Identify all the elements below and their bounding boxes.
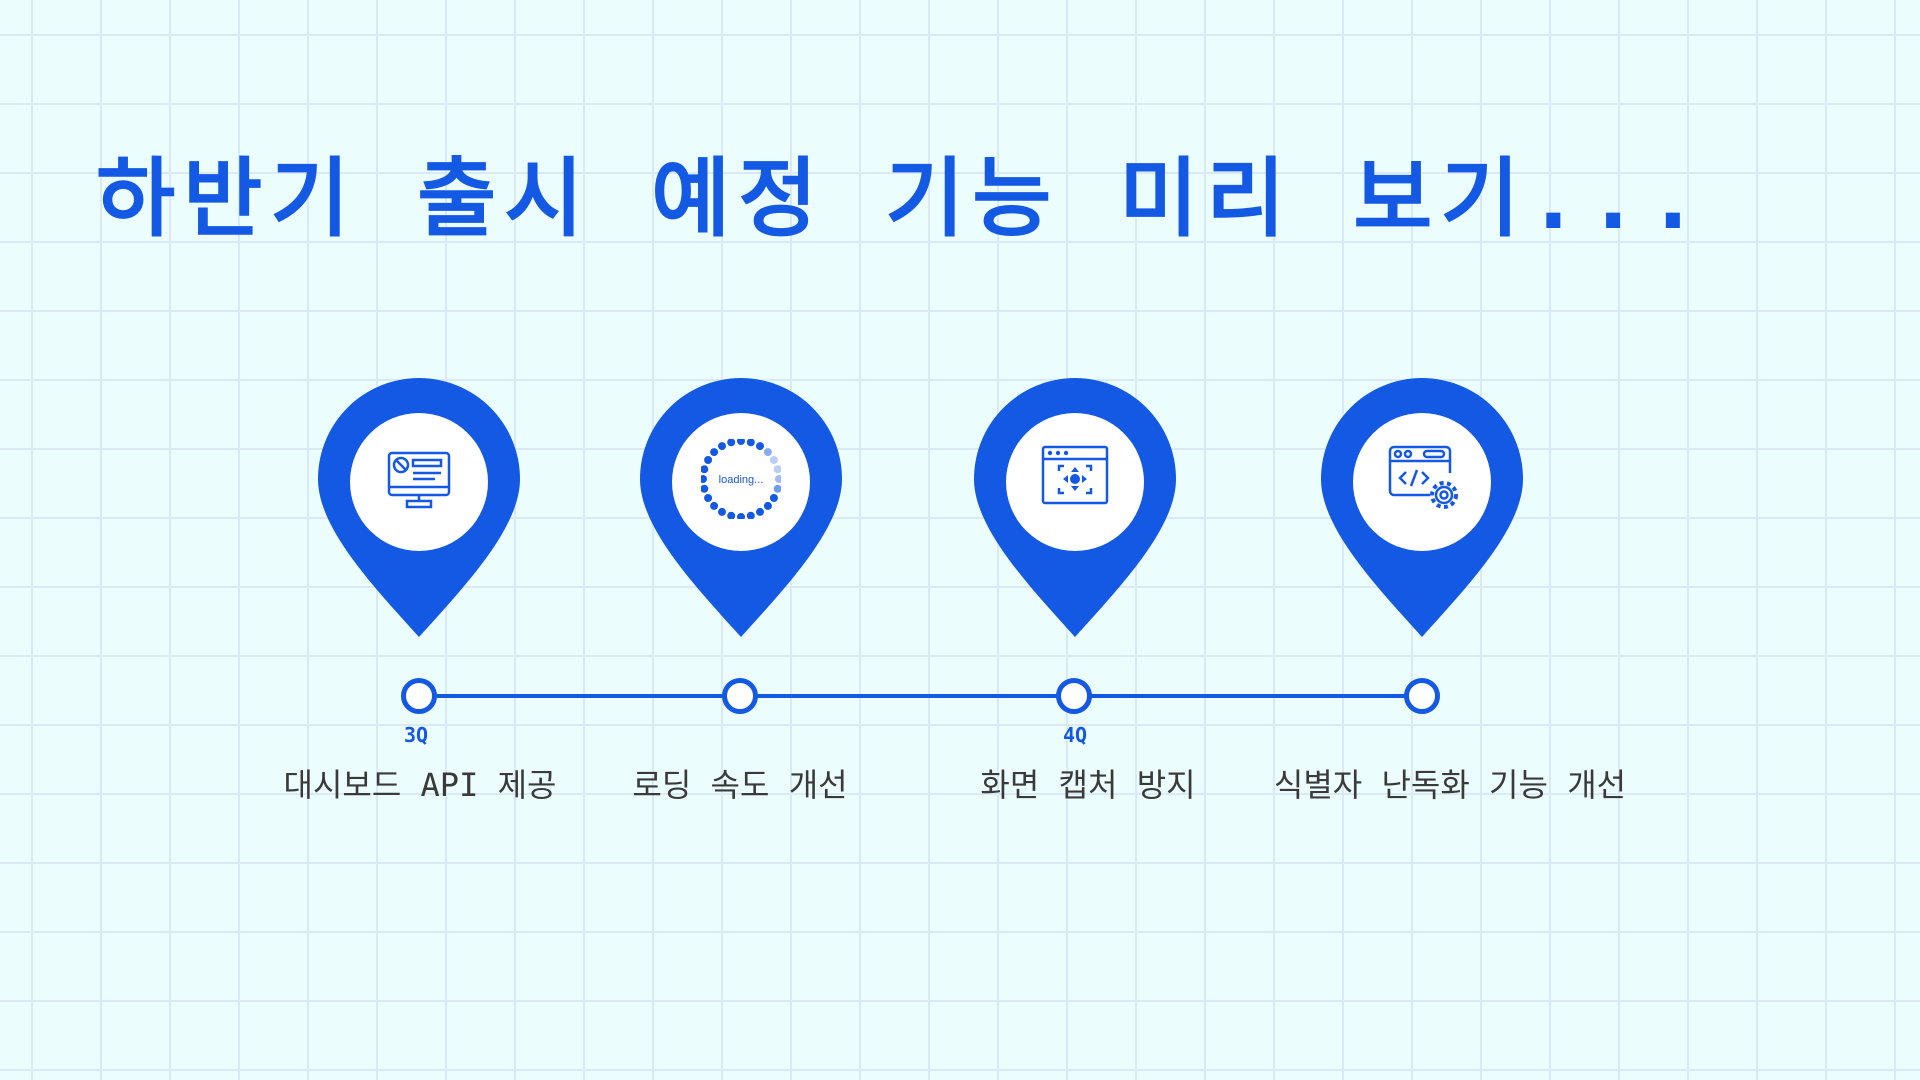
- milestone-label-screen-capture: 화면 캡처 방지: [980, 766, 1196, 804]
- code-settings-icon: [1382, 439, 1462, 519]
- page-title: 하반기 출시 예정 기능 미리 보기...: [96, 149, 1707, 249]
- screen-capture-icon: [1035, 439, 1115, 519]
- map-pin-screen-capture: [974, 378, 1176, 638]
- map-pin-loading: loading...: [640, 378, 842, 638]
- map-pin-shape: [640, 378, 842, 637]
- map-pin-shape: [1321, 378, 1523, 637]
- milestone-label-obfuscation: 식별자 난독화 기능 개선: [1273, 766, 1627, 804]
- dashboard-monitor-icon: [379, 439, 459, 519]
- map-pin-dashboard: [318, 378, 520, 638]
- map-pin-shape: [974, 378, 1176, 637]
- timeline-node: [1404, 678, 1440, 714]
- quarter-label-4q: 4Q: [1062, 723, 1088, 747]
- map-pin-code-settings: [1321, 378, 1523, 638]
- loading-text: loading...: [719, 474, 764, 486]
- quarter-label-3q: 3Q: [403, 723, 429, 747]
- timeline-node: [722, 678, 758, 714]
- timeline-line: [418, 694, 1421, 698]
- loading-spinner-icon: loading...: [701, 439, 781, 519]
- milestone-label-loading: 로딩 속도 개선: [632, 766, 848, 804]
- milestone-label-dashboard: 대시보드 API 제공: [283, 766, 557, 804]
- timeline-node: [1056, 678, 1092, 714]
- timeline-node: [401, 678, 437, 714]
